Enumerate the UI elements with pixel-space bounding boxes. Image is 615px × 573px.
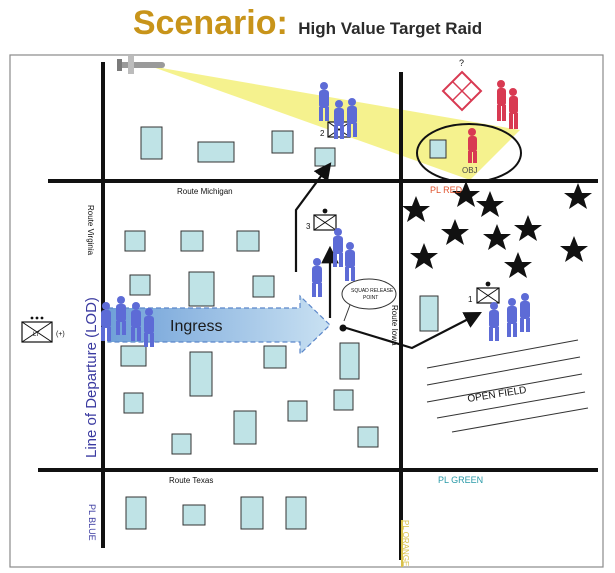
squad-number-1: 1 <box>468 295 473 304</box>
friendly-soldiers <box>101 82 530 347</box>
building <box>333 389 354 411</box>
unit-plus-label: (+) <box>56 331 65 338</box>
friendly-soldier <box>319 82 329 121</box>
building <box>180 230 204 252</box>
tree-icon <box>441 219 469 245</box>
unit-lt-label: LT <box>33 332 40 338</box>
release-point-label-1: SQUAD RELEASE <box>351 288 394 294</box>
unit-symbol-squad-3: 3 <box>306 208 337 231</box>
building <box>171 433 192 455</box>
enemy-soldiers <box>468 80 518 163</box>
tree-icon <box>452 181 480 207</box>
building <box>129 274 151 296</box>
road-label-michigan: Route Michigan <box>177 187 233 196</box>
friendly-soldier <box>333 228 343 267</box>
friendly-soldier <box>334 100 344 139</box>
building <box>189 351 213 397</box>
ingress-label: Ingress <box>170 318 222 335</box>
title-sub: High Value Target Raid <box>298 19 483 38</box>
friendly-soldier <box>520 293 530 332</box>
building <box>263 345 287 369</box>
tree-icon <box>410 243 438 269</box>
friendly-soldier <box>144 308 154 347</box>
trees <box>402 181 592 278</box>
building <box>197 141 235 163</box>
road-label-texas: Route Texas <box>169 476 213 485</box>
open-field <box>426 339 589 433</box>
building <box>357 426 379 448</box>
friendly-soldier <box>347 98 357 137</box>
objective-area <box>416 123 522 183</box>
building <box>429 139 447 159</box>
enemy-soldier <box>468 128 477 163</box>
building <box>419 295 439 332</box>
road-label-iowa: Route Iowa <box>390 305 399 346</box>
building <box>233 410 257 445</box>
building <box>285 496 307 530</box>
tree-icon <box>564 183 592 209</box>
lod-label: Line of Departure (LOD) <box>83 297 100 458</box>
ingress-arrow <box>107 294 331 356</box>
road-label-virginia: Route Virginia <box>86 205 95 256</box>
tree-icon <box>476 191 504 217</box>
building <box>339 342 360 380</box>
release-point-dot <box>339 324 347 332</box>
scenario-title: Scenario: High Value Target Raid <box>0 4 615 43</box>
friendly-soldier <box>101 302 111 341</box>
tree-icon <box>514 215 542 241</box>
phase-line-blue-label: PL BLUE <box>87 504 97 541</box>
phase-line-red-label: PL RED <box>430 185 463 195</box>
friendly-soldier <box>131 302 141 341</box>
squad-number-3: 3 <box>306 222 311 231</box>
unit-symbol-lt: LT (+) <box>21 316 65 343</box>
phase-line-orange-label: PL ORANGE <box>401 520 410 566</box>
enemy-soldier <box>497 80 506 121</box>
friendly-soldier <box>507 298 517 337</box>
building <box>252 275 275 298</box>
building <box>124 230 146 252</box>
objective-label: OBJ <box>462 166 478 175</box>
title-main: Scenario: <box>132 4 288 42</box>
building <box>240 496 264 530</box>
friendly-soldier <box>312 258 322 297</box>
squad-number-2: 2 <box>320 129 325 138</box>
movement-arrows <box>294 162 482 350</box>
tree-icon <box>560 236 588 262</box>
building <box>140 126 163 160</box>
release-point-label-2: POINT <box>363 295 378 301</box>
enemy-marker <box>441 70 483 112</box>
building <box>123 392 144 414</box>
friendly-soldier <box>116 296 126 335</box>
building <box>188 271 215 307</box>
phase-line-green-label: PL GREEN <box>438 475 483 485</box>
tree-icon <box>483 224 511 250</box>
building <box>271 130 294 154</box>
enemy-soldier <box>509 88 518 129</box>
tree-icon <box>402 196 430 222</box>
friendly-soldier <box>489 302 499 341</box>
buildings <box>120 126 447 530</box>
squad-release-point: SQUAD RELEASE POINT <box>341 278 397 322</box>
building <box>314 147 336 167</box>
unknown-marker: ? <box>459 58 464 68</box>
unit-symbol-squad-1: 1 <box>468 281 500 304</box>
drone-icon <box>117 56 165 74</box>
friendly-soldier <box>345 242 355 281</box>
building <box>120 345 147 367</box>
building <box>125 496 147 530</box>
building <box>236 230 260 252</box>
tree-icon <box>504 252 532 278</box>
building <box>287 400 308 422</box>
building <box>182 504 206 526</box>
